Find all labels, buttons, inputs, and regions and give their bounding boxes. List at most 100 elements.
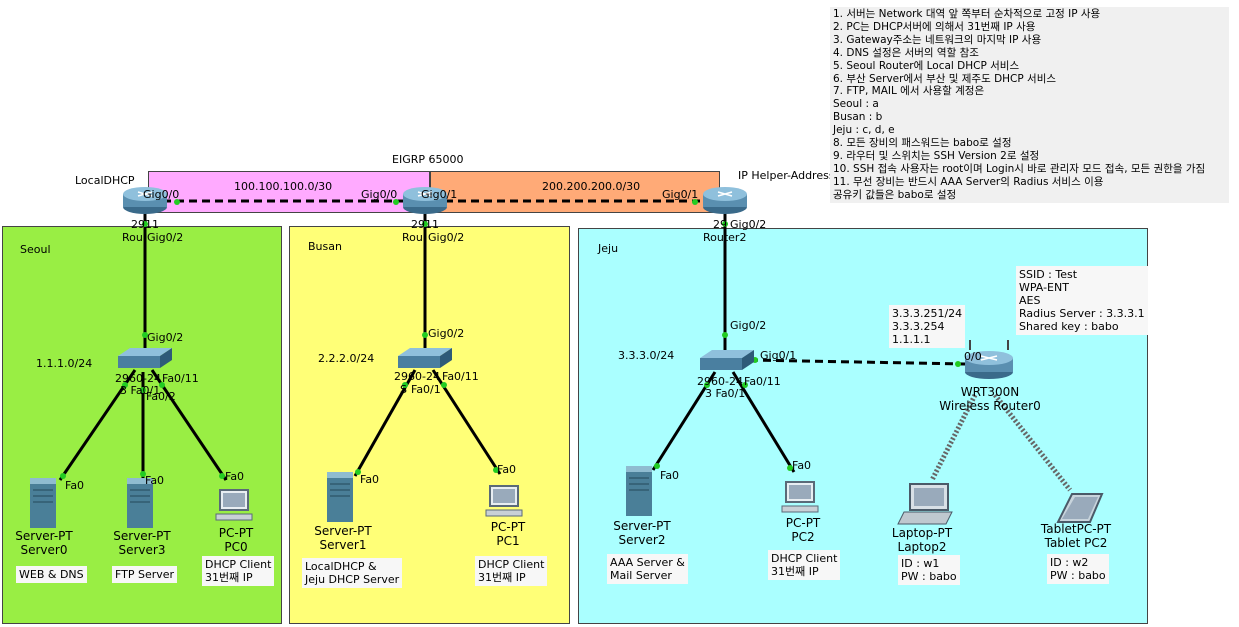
note-line: 7. FTP, MAIL 에서 사용할 계정은 [833,85,985,98]
note-line: 5. Seoul Router에 Local DHCP 서비스 [833,59,1020,72]
port-s1-fa01: Fa0/1 [411,383,441,396]
note-line: 1. 서버는 Network 대역 앞 쪽부터 순차적으로 고정 IP 사용 [833,8,1101,20]
router0-name: Rou [122,231,143,244]
server3-icon [127,478,153,528]
port-s1-g02: Gig0/2 [428,327,465,340]
switch0-icon [118,348,172,368]
busan-area-label: Busan [308,240,342,253]
note-line: 4. DNS 설정은 서버의 역할 참조 [833,46,979,59]
ip-helper-label: IP Helper-Address [738,169,835,182]
seoul-area-label: Seoul [20,243,51,256]
note-line: 3. Gateway주소는 네트워크의 마지막 IP 사용 [833,33,1042,46]
eigrp-label: EIGRP 65000 [392,153,464,166]
port-s2-fa011: Fa0/11 [744,375,781,388]
link-s0-pc0 [150,369,228,481]
port-pc2-fa0: Fa0 [792,459,812,472]
router2-icon [703,187,747,214]
port-s1-fa011: Fa0/11 [442,370,479,383]
switch1-name: S [400,383,407,396]
port-server1-fa0: Fa0 [360,473,380,486]
seoul-network: 1.1.1.0/24 [36,357,93,370]
jeju-network: 3.3.3.0/24 [618,349,675,362]
wan-net2-label: 200.200.200.0/30 [542,180,641,193]
router1-model: 2911 [411,218,439,231]
port-s0-fa01: 3 Fa0/1 [120,384,161,397]
port-pc0-fa0: Fa0 [225,470,245,483]
server3-role: FTP Server [112,566,178,583]
port-r1-g00: Gig0/0 [361,188,398,201]
jeju-area-label: Jeju [598,242,619,255]
port-s0-fa02: Fa0/2 [146,390,176,403]
note-line: 9. 라우터 및 스위치는 SSH Version 2로 설정 [833,149,1040,162]
wireless-router-icon [965,340,1013,379]
switch0-model: 2960-24 [115,372,161,385]
busan-network: 2.2.2.0/24 [318,352,375,365]
server1-icon [327,472,353,522]
port-r2-g02: Gig0/2 [730,218,767,231]
router2-model: 29 [713,218,727,231]
port-server3-fa0: Fa0 [145,474,165,487]
port-s2-fa01: 3 Fa0/1 [705,387,746,400]
switch2-icon [700,350,754,370]
server2-role: AAA Server &Mail Server [607,554,688,584]
switch2-model: 2960-24 [697,375,743,388]
port-pc1-fa0: Fa0 [497,463,517,476]
server0-icon [30,478,56,528]
port-s0-g02: Gig0/2 [147,331,184,344]
router1-icon [403,187,447,214]
link-s2-wrouter [749,358,966,366]
router0-model: 2911 [131,218,159,231]
port-wr-00: 0/0 [964,350,982,363]
pc0-icon [215,489,253,521]
note-line: 2. PC는 DHCP서버에 의해서 31번째 IP 사용 [833,20,1036,33]
switch1-icon [398,348,452,368]
wan-zone-200 [430,171,720,213]
note-line: 10. SSH 접속 사용자는 root이며 Login시 바로 관리자 모드 … [833,162,1206,175]
wan-net1-label: 100.100.100.0/30 [234,180,333,193]
link-s2-pc2 [731,371,796,473]
requirements-notes: 1. 서버는 Network 대역 앞 쪽부터 순차적으로 고정 IP 사용 2… [830,7,1229,203]
router1-name: Rou [402,231,423,244]
link-s2-server2 [651,371,717,471]
port-s0-fa011: Fa0/11 [162,372,199,385]
link-s0-server0 [58,369,137,481]
port-r1-g02: Gig0/2 [428,231,465,244]
pc1-icon [485,485,523,517]
port-s2-g02: Gig0/2 [730,319,767,332]
port-server2-fa0: Fa0 [660,469,680,482]
port-r1-g01: Gig0/1 [421,188,458,201]
tablet-icon [1056,493,1104,523]
port-s2-g01: Gig0/1 [760,349,797,362]
port-server0-fa0: Fa0 [65,479,85,492]
port-dots [60,199,961,479]
pc2-icon [781,481,819,513]
note-line: Jeju : c, d, e [833,124,895,137]
note-line: Seoul : a [833,98,879,111]
note-line: 6. 부산 Server에서 부산 및 제주도 DHCP 서비스 [833,72,1057,85]
port-r2-g01: Gig0/1 [662,188,699,201]
router0-icon [123,187,167,214]
note-line: 8. 모든 장비의 패스워드는 babo로 설정 [833,137,1012,150]
wan-zone-100 [148,171,430,213]
local-dhcp-label: LocalDHCP [75,174,135,187]
port-r0-g02: Gig0/2 [147,231,184,244]
switch1-model: 2960-24 [394,370,440,383]
wireless-link-tablet [993,393,1072,492]
port-r0-g00: Gig0/0 [143,188,180,201]
